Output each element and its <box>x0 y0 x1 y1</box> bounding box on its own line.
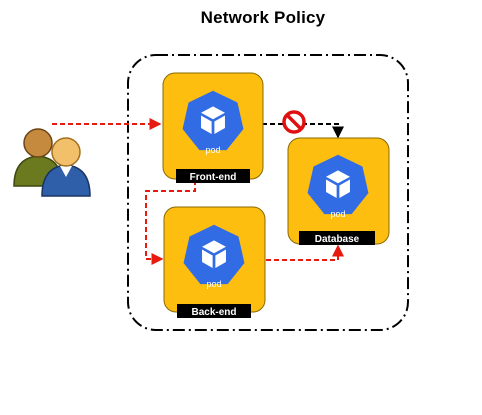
database-node[interactable]: pod Database <box>287 137 390 245</box>
diagram-title: Network Policy <box>200 8 326 27</box>
no-entry-icon <box>282 110 306 134</box>
database-label: Database <box>315 234 360 245</box>
frontend-label: Front-end <box>190 172 237 183</box>
edge-backend-to-database <box>266 244 344 261</box>
title-area: Network Policy <box>0 0 482 36</box>
users-icon <box>13 128 91 197</box>
cluster-boundary <box>127 54 409 331</box>
database-label-bg <box>299 231 375 245</box>
backend-label: Back-end <box>191 307 236 318</box>
backend-node[interactable]: pod Back-end <box>163 206 266 318</box>
edge-frontend-to-backend <box>145 180 196 265</box>
backend-label-bg <box>177 304 251 318</box>
frontend-label-bg <box>176 169 250 183</box>
backend-pod-text: pod <box>206 279 221 289</box>
frontend-node[interactable]: pod Front-end <box>162 72 264 183</box>
frontend-pod-text: pod <box>205 145 220 155</box>
database-pod-text: pod <box>330 209 345 219</box>
